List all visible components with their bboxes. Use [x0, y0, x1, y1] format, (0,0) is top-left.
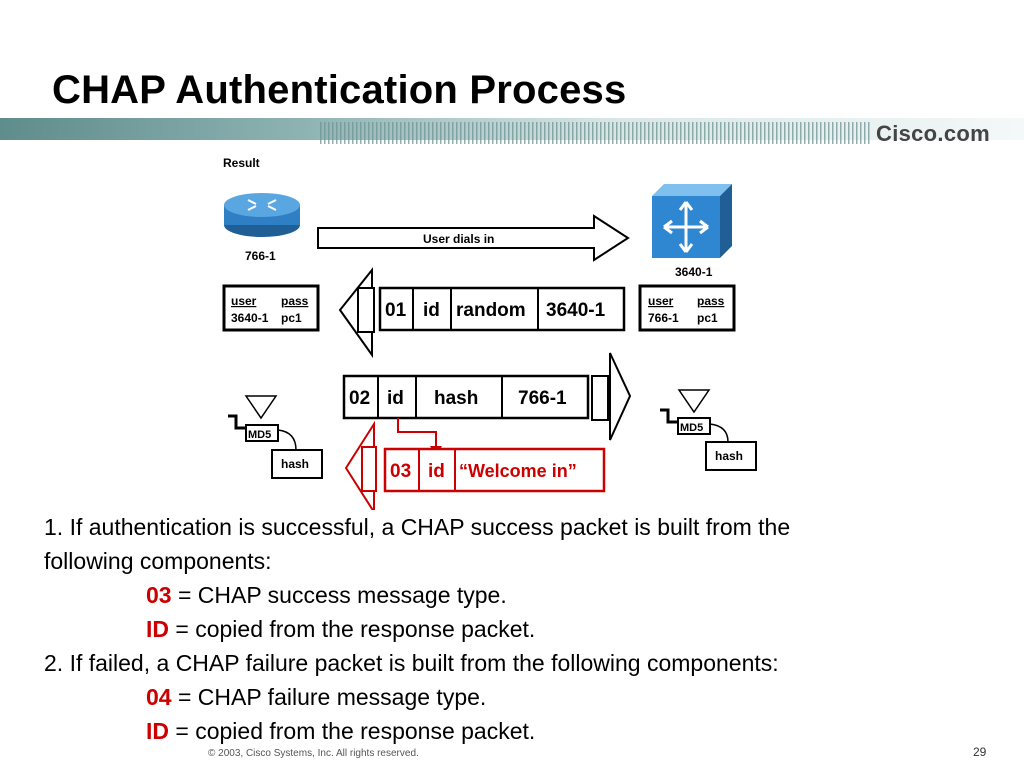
header-band: [0, 118, 1024, 146]
chap-diagram: Result 766-1 3640-1 User dials in user p…: [222, 156, 757, 510]
challenge-code: 01: [385, 300, 407, 321]
credentials-table-right: user pass 766-1 pc1: [638, 284, 736, 332]
response-hash: hash: [434, 388, 478, 409]
dial-arrow: [317, 214, 630, 262]
body-line-2: following components:: [44, 548, 272, 574]
table-left-h2: pass: [281, 294, 309, 308]
item-4-text: = copied from the response packet.: [169, 718, 536, 744]
hash-left-label: hash: [281, 457, 309, 471]
page-number: 29: [973, 745, 987, 759]
challenge-packet: 01 id random 3640-1: [378, 286, 626, 332]
body-line-3: 2. If failed, a CHAP failure packet is b…: [44, 650, 779, 676]
item-1-text: = CHAP success message type.: [171, 582, 507, 608]
body-item-1: 03 = CHAP success message type.: [146, 578, 507, 612]
table-right-h2: pass: [697, 294, 725, 308]
router-left-label: 766-1: [245, 249, 276, 263]
table-right-h1: user: [648, 294, 674, 308]
body-item-3: 04 = CHAP failure message type.: [146, 680, 486, 714]
body-item-4: ID = copied from the response packet.: [146, 714, 535, 748]
success-id: id: [428, 461, 445, 482]
cisco-logo: Cisco.com: [876, 121, 990, 146]
success-code: 03: [390, 461, 411, 482]
challenge-random: random: [456, 300, 526, 321]
body-line-1: 1. If authentication is successful, a CH…: [44, 514, 791, 540]
body-item-2: ID = copied from the response packet.: [146, 612, 535, 646]
item-3-text: = CHAP failure message type.: [171, 684, 487, 710]
table-right-v1: 766-1: [648, 311, 679, 325]
router-icon: [224, 193, 300, 237]
response-id: id: [387, 388, 404, 409]
hash-right-label: hash: [715, 449, 743, 463]
response-packet: 02 id hash 766-1: [342, 374, 590, 420]
md5-left-label: MD5: [248, 429, 271, 441]
response-arrowhead: [609, 352, 632, 441]
result-label: Result: [223, 156, 260, 170]
dial-label: User dials in: [423, 232, 494, 246]
table-left-v2: pc1: [281, 311, 302, 325]
credentials-table-left: user pass 3640-1 pc1: [222, 284, 320, 332]
id-copy-connector: [397, 418, 437, 448]
item-2-code: ID: [146, 616, 169, 642]
table-left-h1: user: [231, 294, 257, 308]
table-left-v1: 3640-1: [231, 311, 269, 325]
md5-right-label: MD5: [680, 422, 703, 434]
item-1-code: 03: [146, 582, 172, 608]
challenge-host: 3640-1: [546, 300, 606, 321]
challenge-id: id: [423, 300, 440, 321]
table-right-v2: pc1: [697, 311, 718, 325]
item-3-code: 04: [146, 684, 172, 710]
item-2-text: = copied from the response packet.: [169, 616, 536, 642]
success-packet: 03 id “Welcome in”: [383, 447, 606, 493]
copyright-footer: © 2003, Cisco Systems, Inc. All rights r…: [208, 748, 419, 759]
access-server-icon: [652, 184, 732, 258]
response-host: 766-1: [518, 388, 567, 409]
response-code: 02: [349, 388, 370, 409]
item-4-code: ID: [146, 718, 169, 744]
md5-left: MD5 hash: [228, 395, 323, 479]
success-message: “Welcome in”: [459, 461, 577, 481]
router-right-label: 3640-1: [675, 265, 713, 279]
md5-right: MD5 hash: [660, 389, 757, 471]
page-title: CHAP Authentication Process: [52, 68, 627, 112]
